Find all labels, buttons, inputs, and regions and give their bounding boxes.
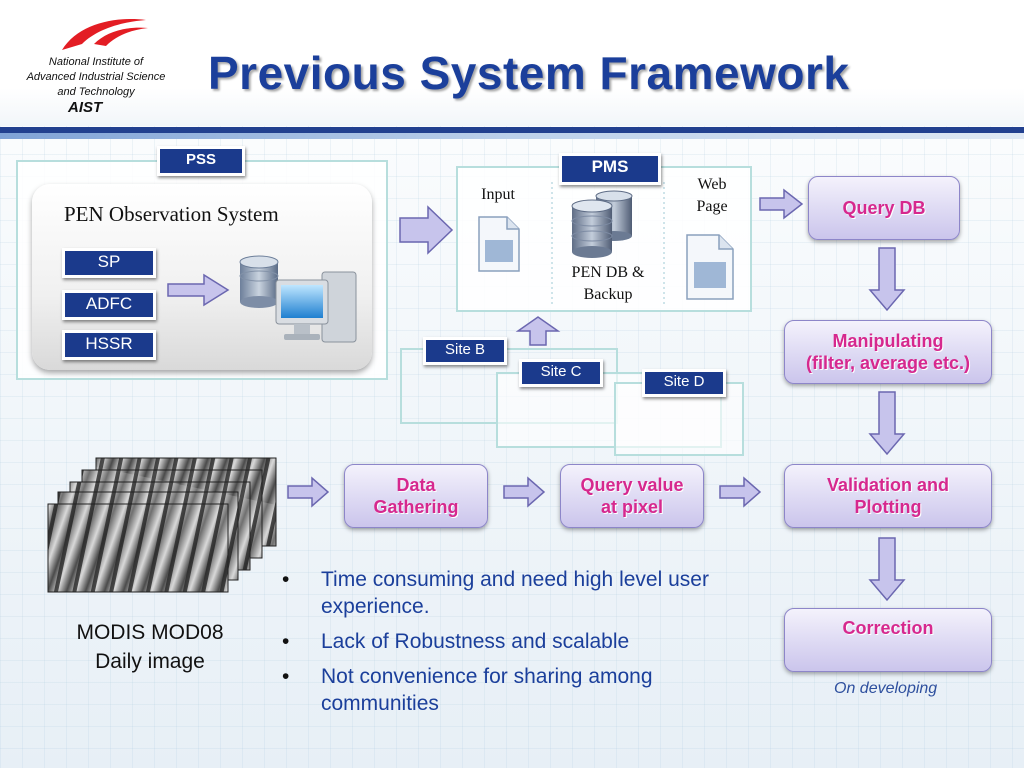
- site-c-tag: Site C: [519, 359, 603, 387]
- pen-observation-title: PEN Observation System: [64, 202, 279, 226]
- aist-logo-swoosh-icon: [62, 19, 148, 50]
- header-band: [0, 0, 1024, 126]
- database-icon: [571, 190, 633, 258]
- modis-image-stack: [47, 457, 277, 593]
- site-b-tag: Site B: [423, 337, 507, 365]
- title-divider-light: [0, 133, 1024, 139]
- process-correction: Correction: [784, 608, 992, 672]
- pss-tag: PSS: [157, 146, 245, 176]
- slide-title: Previous System Framework: [208, 47, 850, 99]
- sensor-sp: SP: [62, 248, 156, 278]
- title-divider: [0, 127, 1024, 133]
- web-page-label: Web Page: [696, 176, 728, 215]
- site-d-tag: Site D: [642, 369, 726, 397]
- bullet-item: •Lack of Robustness and scalable: [282, 630, 630, 653]
- bullet-item: •Not convenience for sharing among commu…: [282, 665, 653, 715]
- sensor-hssr: HSSR: [62, 330, 156, 360]
- pen-db-label: PEN DB & Backup: [571, 264, 645, 303]
- sensor-adfc: ADFC: [62, 290, 156, 320]
- bullet-item: •Time consuming and need high level user…: [282, 568, 709, 618]
- input-document-icon: [478, 216, 520, 272]
- pms-divider-lines: [551, 182, 665, 304]
- pms-tag: PMS: [559, 153, 661, 185]
- process-manipulating: Manipulating(filter, average etc.): [784, 320, 992, 384]
- web-page-document-icon: [686, 234, 734, 300]
- modis-caption: MODIS MOD08 Daily image: [76, 621, 224, 673]
- organization-name: National Institute of Advanced Industria…: [26, 56, 166, 98]
- issues-bullet-list: •Time consuming and need high level user…: [280, 566, 750, 725]
- input-label: Input: [481, 186, 515, 203]
- process-query-db: Query DB: [808, 176, 960, 240]
- organization-abbr: AIST: [68, 99, 103, 116]
- status-note: On developing: [834, 680, 938, 697]
- computer-database-icon: [239, 255, 357, 343]
